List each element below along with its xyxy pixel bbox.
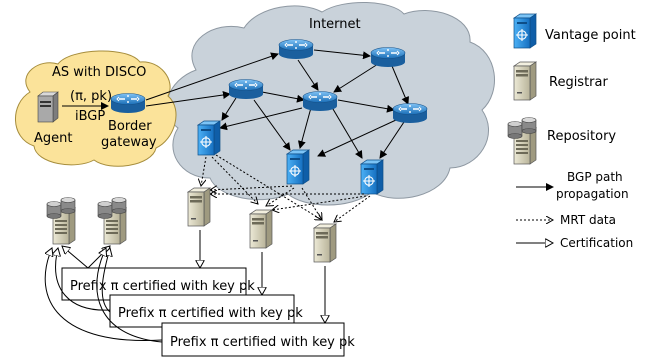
repository-certification-arrows (44, 246, 163, 343)
vantage-point-server-icon (286, 149, 310, 185)
pair-label: (π, pk) (70, 89, 112, 104)
router-icon (392, 102, 428, 124)
repository-server-icon (97, 197, 127, 245)
router-icon (370, 46, 406, 68)
legend-vantage-point-icon (513, 13, 537, 49)
as-title: AS with DISCO (52, 65, 146, 80)
registrar-server-icon (313, 223, 337, 263)
legend-bgp-label-line2: propagation (556, 187, 629, 201)
certificate-text: Prefix π certified with key pk (170, 335, 355, 350)
legend-certification-label: Certification (560, 236, 633, 250)
internet-label: Internet (309, 17, 361, 32)
certificate-box: Prefix π certified with key pk (161, 322, 355, 357)
registrar-server-icon (249, 209, 273, 249)
legend-vantage-point-label: Vantage point (545, 28, 636, 43)
vantage-point-server-icon (197, 120, 221, 156)
as-with-disco-region: AS with DISCO (π, pk) iBGP Agent Border … (15, 50, 177, 167)
certificate-text: Prefix π certified with key pk (70, 279, 255, 294)
ibgp-label: iBGP (75, 109, 105, 124)
legend-repository-label: Repository (547, 129, 616, 144)
agent-computer-icon (37, 91, 59, 123)
mrt-data-arrows (201, 154, 371, 222)
legend-repository-icon (507, 117, 537, 165)
repository-server-icon (46, 197, 76, 245)
vantage-point-server-icon (360, 159, 384, 195)
legend-bgp-label-line1: BGP path (567, 170, 623, 184)
legend: Vantage point Registrar Repository BGP p… (507, 13, 636, 250)
certification-arrows (200, 230, 325, 323)
certificate-text: Prefix π certified with key pk (118, 306, 303, 321)
router-icon (278, 38, 314, 60)
router-icon (228, 78, 264, 100)
registrar-server-icon (187, 187, 211, 227)
border-gateway-router-icon (110, 92, 146, 114)
certificate-box: Prefix π certified with key pk (109, 294, 303, 328)
agent-label: Agent (34, 131, 72, 146)
legend-registrar-label: Registrar (549, 75, 608, 90)
gateway-label-line1: Border (108, 119, 152, 134)
legend-mrt-label: MRT data (560, 213, 616, 227)
legend-registrar-icon (513, 61, 537, 101)
gateway-label-line2: gateway (101, 135, 157, 150)
bgp-path-arrows (145, 49, 409, 159)
router-icon (302, 90, 338, 112)
